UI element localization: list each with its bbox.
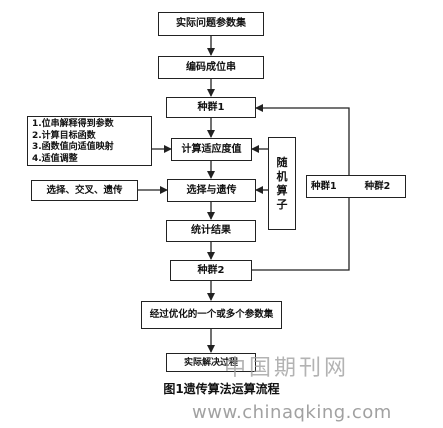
feedback-left-label: 种群1 — [311, 180, 337, 192]
solution-box: 实际解决过程 — [166, 353, 256, 372]
population2-box: 种群2 — [170, 260, 252, 281]
fitness-step: 3.函数值向适值映射 — [32, 142, 114, 152]
random-operator-char: 子 — [276, 197, 288, 211]
fitness-step: 4.适值调整 — [32, 153, 78, 164]
param-set-box: 实际问题参数集 — [158, 12, 264, 36]
random-operator-char: 算 — [276, 183, 288, 197]
random-operator-box: 随 机 算 子 — [268, 137, 296, 230]
fitness-steps-list: 1.位串解释得到参数 2.计算目标函数 3.函数值向适值映射 4.适值调整 — [27, 116, 152, 166]
population1-box: 种群1 — [166, 97, 256, 118]
fitness-step: 2.计算目标函数 — [32, 130, 96, 141]
fitness-box: 计算适应度值 — [171, 138, 252, 161]
random-operator-char: 随 — [276, 155, 288, 169]
random-operator-char: 机 — [276, 169, 288, 183]
feedback-right-label: 种群2 — [364, 180, 391, 192]
select-genetic-box: 选择与遗传 — [167, 179, 256, 202]
optimized-params-box: 经过优化的一个或多个参数集 — [141, 301, 282, 329]
genetic-ops-box: 选择、交叉、遗传 — [31, 180, 138, 201]
encode-box: 编码成位串 — [158, 56, 264, 79]
feedback-box: 种群1 种群2 — [306, 175, 406, 198]
watermark-url: www.chinaqking.com — [192, 402, 392, 423]
fitness-step: 1.位串解释得到参数 — [32, 119, 114, 129]
figure-caption: 图1遗传算法运算流程 — [163, 382, 280, 396]
statistics-box: 统计结果 — [166, 220, 256, 242]
watermark-cn: 中国期刊网 — [224, 356, 350, 381]
